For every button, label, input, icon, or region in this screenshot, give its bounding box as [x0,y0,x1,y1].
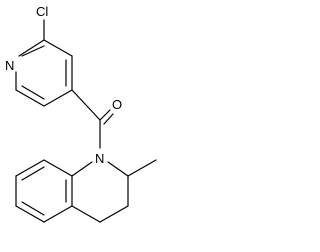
bond-c4-carbonyl [71,89,101,121]
bond-n-c2 [107,161,129,177]
bond-c2-methyl [127,159,157,177]
bond-c4-c4a [71,205,101,223]
bond-c4a-c5 [43,205,73,223]
bond-c8a-n [71,161,93,177]
pyridine-ring [15,39,73,107]
quinoline-nitrogen-label: N [95,151,104,166]
bond-carbonyl-o [99,109,111,121]
tetrahydro-ring [71,161,129,223]
double-bond-c5-c6 [21,85,45,100]
chemical-structure: Cl N O N [5,4,157,223]
bond-c5-c6 [15,89,45,107]
bond-c8-c8a [43,159,73,177]
benzo-ring [15,159,73,223]
bond-c7-c8 [15,159,45,177]
bond-c4-c5 [43,89,73,107]
pyridine-nitrogen-label: N [5,58,14,73]
bond-c3-c4 [99,205,129,223]
bond-c5-c6 [15,205,45,223]
double-bond-c7-c8 [21,166,45,181]
bond-n1-c2 [18,39,45,57]
carbonyl-oxygen-label: O [112,97,122,112]
double-bond-carbonyl-o [103,113,114,125]
double-bond-c5-c6 [21,201,45,216]
bond-c2-c3 [43,39,73,57]
chlorine-atom-label: Cl [36,4,48,19]
double-bond-n1-c2 [21,45,45,57]
